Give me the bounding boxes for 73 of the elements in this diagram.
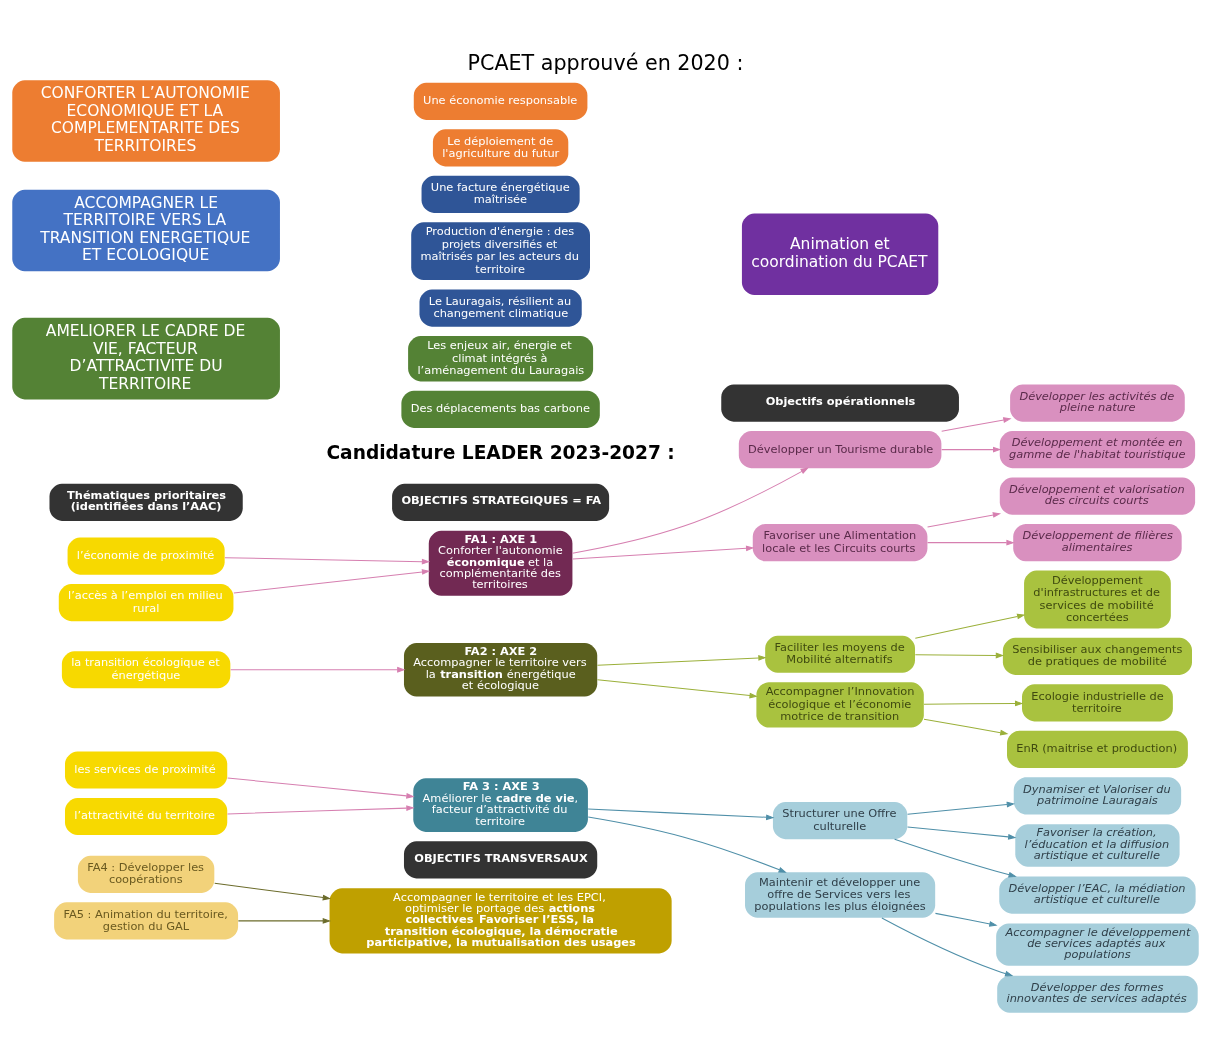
arrow <box>227 777 415 799</box>
arrow <box>237 917 331 924</box>
node-box: Production d'énergie : des projets diversifiés et maîtrisés par les acteurs du territoire <box>411 221 590 280</box>
node-box: OBJECTIFS TRANSVERSAUX <box>403 840 598 878</box>
node-box: Ecologie industrielle de territoire <box>1022 683 1173 721</box>
node-box: AMELIORER LE CADRE DE VIE, FACTEUR D’ATTRACTIVITE DU TERRITOIRE <box>12 317 280 399</box>
node-box: Développer un Tourisme durable <box>738 430 942 468</box>
arrow <box>230 666 406 673</box>
node-box: FA4 : Développer les coopérations <box>77 855 215 893</box>
node-box: Dynamiser et Valoriser du patrimoine Lauragais <box>1013 776 1182 814</box>
arrow <box>587 808 775 820</box>
node-box: CONFORTER L’AUTONOMIE ECONOMIQUE ET LA COMPLEMENTARITE DES TERRITOIRES <box>12 79 280 162</box>
arrow <box>907 801 1015 815</box>
node-box: Le déploiement de l'agriculture du futur <box>432 128 569 166</box>
arrow <box>596 654 767 666</box>
node-box: Animation et coordination du PCAET <box>741 212 939 295</box>
node-box: OBJECTIFS STRATEGIQUES = FA <box>392 483 610 521</box>
node-box: Des déplacements bas carbone <box>401 390 600 428</box>
arrow <box>941 446 1002 452</box>
node-box: Favoriser la création, l’éducation et la diffusion artistique et culturelle <box>1015 823 1180 867</box>
arrow <box>914 652 1005 658</box>
node-box: Thématiques prioritaires (identifiées dans l’AAC) <box>49 483 243 521</box>
node-box: l’accès à l’emploi en milieu rural <box>58 583 234 621</box>
node-box: les services de proximité <box>65 750 228 789</box>
node-box: EnR (maitrise et production) <box>1007 730 1188 768</box>
arrow <box>934 912 998 927</box>
arrow <box>233 568 431 593</box>
node-box: Développer des formes innovantes de services adaptés <box>997 975 1198 1013</box>
node-box: Sensibiliser aux changements de pratiques de mobilité <box>1002 637 1192 675</box>
arrow <box>214 882 331 900</box>
node-box: ACCOMPAGNER LE TERRITOIRE VERS LA TRANSITION ENERGETIQUE ET ECOLOGIQUE <box>12 189 280 271</box>
label: Candidature LEADER 2023-2027 : <box>326 441 675 463</box>
node-box: Développement et montée en gamme de l'habitat touristique <box>999 430 1196 468</box>
node-box: FA2 : AXE 2 Accompagner le territoire vers la transition énergétique et écologique <box>403 642 598 697</box>
arrow <box>907 826 1017 840</box>
node-box: la transition écologique et énergétique <box>61 650 231 688</box>
node-box: Objectifs opérationnels <box>721 384 959 422</box>
node-box: Maintenir et développer une offre de Services vers les populations les plus éloignées <box>745 871 936 918</box>
arrow <box>894 838 1017 878</box>
node-box: Développement de filières alimentaires <box>1013 523 1182 561</box>
node-box: Développement d'infrastructures et de services de mobilité concertées <box>1024 570 1171 628</box>
node-box: Accompagner l’Innovation écologique et l’économie motrice de transition <box>756 681 924 728</box>
node-box: Développer les activités de pleine nature <box>1010 384 1185 422</box>
node-box: Les enjeux air, énergie et climat intégrés à l’aménagement du Lauragais <box>408 335 594 381</box>
node-box: FA1 : AXE 1 Conforter l'autonomie économique et la complémentarité des territoires <box>428 530 573 596</box>
arrow <box>596 678 758 698</box>
node-box: Développer l’EAC, la médiation artistique et culturelle <box>999 875 1196 914</box>
node-box: FA5 : Animation du territoire, gestion du GAL <box>54 901 239 939</box>
node-box: Développement et valorisation des circuits courts <box>999 477 1196 515</box>
arrow <box>914 613 1026 639</box>
arrow <box>927 539 1015 546</box>
node-box: Une économie responsable <box>413 82 588 120</box>
arrow <box>923 718 1009 735</box>
node-box: l’économie de proximité <box>67 536 225 575</box>
node-box: l’attractivité du territoire <box>65 797 228 835</box>
arrow <box>224 556 431 565</box>
arrow <box>923 700 1024 706</box>
diagram-title: PCAET approuvé en 2020 : <box>467 50 744 75</box>
arrow <box>927 511 1002 527</box>
node-box: Favoriser une Alimentation locale et les Circuits courts <box>752 523 928 561</box>
node-box: Accompagner le territoire et les EPCI, optimiser le portage des actions collectives Favoriser l’ESS, la transition écologique, la démocratie participative, la mutualisation des usages <box>329 887 672 953</box>
arrow <box>571 467 809 554</box>
arrow <box>572 544 755 559</box>
node-box: FA 3 : AXE 3 Améliorer le cadre de vie, facteur d’attractivité du territoire <box>413 777 588 832</box>
arrow <box>941 416 1012 432</box>
node-box: Le Lauragais, résilient au changement climatique <box>419 288 582 327</box>
node-box: Une facture énergétique maîtrisée <box>421 175 580 213</box>
arrow <box>881 916 1014 976</box>
arrow <box>227 804 415 814</box>
node-box: Faciliter les moyens de Mobilité alternatifs <box>765 635 916 673</box>
node-box: Accompagner le développement de services adaptés aux populations <box>996 922 1199 966</box>
node-box: Structurer une Offre culturelle <box>772 801 908 839</box>
arrow <box>587 816 787 873</box>
